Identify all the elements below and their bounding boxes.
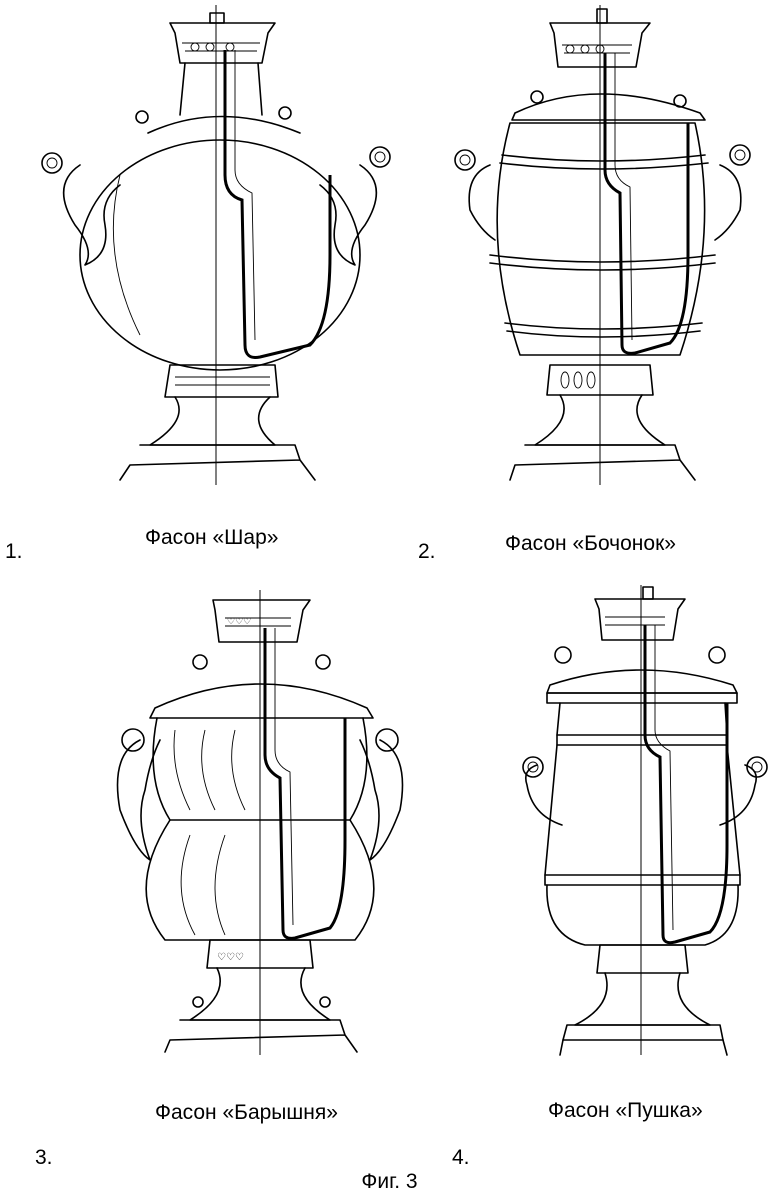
samovar-drawing-baryshnya: ♡♡♡ ♡♡♡ <box>95 590 435 1070</box>
samovar-drawing-pushka <box>505 585 775 1075</box>
svg-text:♡♡♡: ♡♡♡ <box>217 952 244 963</box>
samovar-baryshnya-svg: ♡♡♡ ♡♡♡ <box>116 590 404 1055</box>
samovar-drawing-bochonok <box>420 5 760 505</box>
caption-style-1: Фасон «Шар» <box>145 526 279 549</box>
figure-title: Фиг. 3 <box>361 1170 418 1193</box>
number-style-3: 3. <box>35 1146 53 1169</box>
samovar-drawing-shar <box>30 5 410 505</box>
samovar-shar-svg <box>41 5 391 485</box>
number-style-2: 2. <box>418 540 436 563</box>
samovar-bochonok-svg <box>454 5 751 485</box>
svg-text:♡♡♡: ♡♡♡ <box>227 617 251 627</box>
number-style-4: 4. <box>452 1146 470 1169</box>
number-style-1: 1. <box>5 540 23 563</box>
caption-style-2: Фасон «Бочонок» <box>505 532 676 555</box>
caption-style-3: Фасон «Барышня» <box>155 1101 338 1124</box>
samovar-pushka-svg <box>522 585 768 1056</box>
caption-style-4: Фасон «Пушка» <box>548 1099 703 1122</box>
